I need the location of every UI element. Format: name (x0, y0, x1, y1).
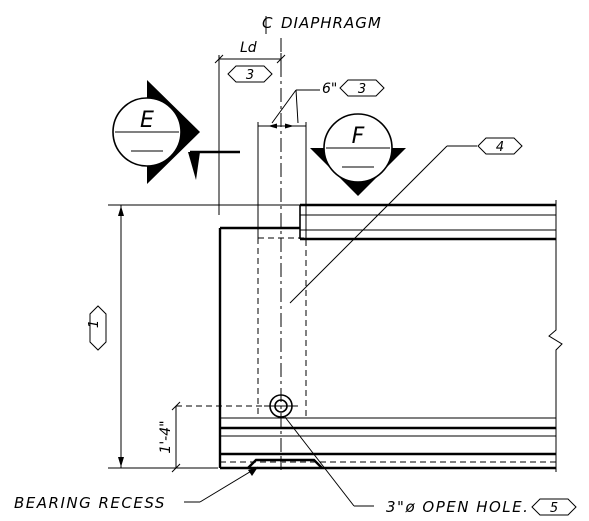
six-inch-label: 6" (322, 81, 337, 97)
svg-text:E: E (140, 108, 154, 133)
open-hole-leader (284, 416, 374, 507)
svg-text:3: 3 (246, 68, 254, 83)
bearing-recess-notch (247, 458, 323, 469)
svg-text:1: 1 (87, 320, 102, 328)
open-hole-label: 3"ø OPEN HOLE. (386, 498, 529, 516)
hole-height-label: 1'-4" (158, 420, 174, 453)
open-hole (264, 394, 298, 418)
svg-text:5: 5 (550, 501, 558, 516)
six-inch-dimension (257, 89, 320, 238)
six-inch-callout-tag: 3 (339, 79, 385, 97)
bearing-recess-leader (184, 466, 259, 503)
ld-label: Ld (240, 40, 257, 56)
svg-text:C: C (262, 14, 273, 32)
svg-text:3: 3 (358, 82, 366, 97)
ld-callout-tag: 3 (227, 65, 273, 83)
section-marker-e: E (112, 80, 240, 184)
girder-top-flange (299, 203, 556, 241)
section-marker-f: F (310, 113, 406, 196)
svg-text:F: F (352, 124, 365, 149)
bearing-recess-label: BEARING RECESS (14, 494, 166, 512)
break-line (548, 200, 563, 472)
centerline-symbol: C (262, 14, 273, 34)
hatch-callout-leader: 4 (289, 137, 523, 304)
diaphragm-body (218, 226, 556, 470)
hole-height-dimension (171, 401, 276, 473)
diaphragm-title: DIAPHRAGM (281, 14, 382, 32)
open-hole-callout-tag: 5 (531, 498, 577, 516)
girder-bottom-flange (220, 417, 556, 463)
ld-dimension (214, 53, 286, 215)
height-dimension: 1 (87, 204, 300, 469)
svg-text:4: 4 (496, 140, 504, 155)
hatched-diaphragm-zone (257, 237, 307, 419)
